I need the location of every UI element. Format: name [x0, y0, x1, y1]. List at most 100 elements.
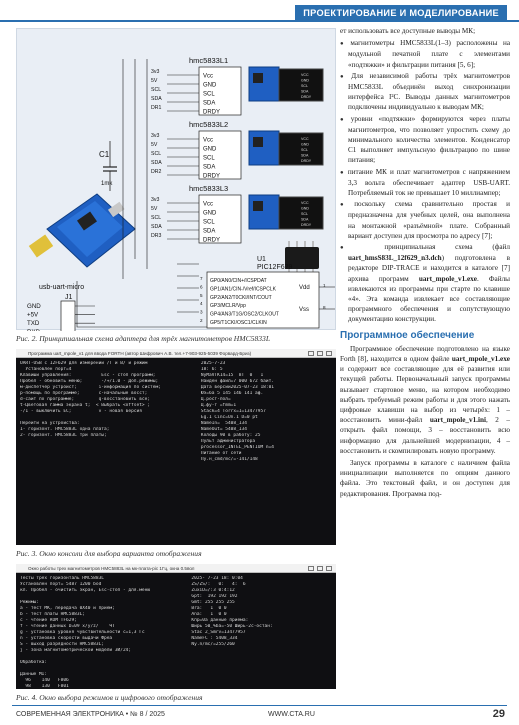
console-window-menu: Программа uart_mpole_v1 для ввода FORTH …: [16, 349, 336, 545]
modes-status-line: ZuxiD=/:3 0:4:12: [191, 588, 235, 593]
mcu-name: U1: [257, 256, 266, 263]
bullet-last-pre: принципиальная схема (файл: [384, 243, 510, 252]
bullet-last: принципиальная схема (файл uart_hmsS83L_…: [340, 242, 510, 325]
minimize-button[interactable]: [308, 566, 314, 571]
bullet-last-post: . Файлы извлекаются из программы при ста…: [348, 274, 510, 324]
module-pin-label: SDA: [203, 101, 215, 107]
console-line: d-сайт по программе; q-восстановить все;: [20, 397, 151, 402]
module-pin-label: DRDY: [203, 110, 220, 116]
journal-site: WWW.CTA.RU: [268, 711, 315, 718]
module-pin-label: Vcc: [203, 74, 213, 80]
net-label: SCL: [151, 87, 161, 93]
svg-text:SDA: SDA: [301, 154, 309, 158]
modes-status-line: Bra: 1 0 0: [191, 606, 227, 611]
mcu-pin-label: GP0/AN0/CIN+/ICSPDAT: [210, 278, 267, 284]
modes-status-line: NameFC : 5408_334: [191, 636, 238, 641]
svg-text:GND: GND: [301, 143, 309, 147]
svg-text:GND: GND: [301, 207, 309, 211]
modes-line: b - тест платы HMC5883L;: [20, 612, 86, 617]
usb-uart-label: usb-uart-micro: [39, 284, 84, 291]
modes-line: Обработка:: [20, 660, 48, 665]
mcu-pin-number: 1: [323, 283, 326, 288]
modes-line: 98 130 F801: [20, 684, 69, 689]
module-board-image: [248, 66, 280, 102]
console-line: 2- горизонт. HMC5883L три платы;: [20, 433, 107, 438]
console-status-line: Ц.фу-т =fmm=1: [200, 403, 237, 408]
connector-pin-label: TXD: [27, 320, 40, 327]
net-label: SCL: [151, 151, 161, 157]
console-status-line: 18: 6: 5: [200, 367, 223, 372]
modes-status-line: Ny.n/mc/=255/260: [191, 642, 235, 647]
close-button[interactable]: [326, 351, 332, 356]
page-number: 29: [492, 708, 505, 720]
intro-paragraph: ет использовать все доступные выводы МК;: [340, 27, 476, 35]
svg-text:VCC: VCC: [301, 73, 309, 77]
mcu-pin-label: GP5/T1CKI/OSC1/CLKIN: [210, 320, 267, 326]
net-label: DR2: [151, 169, 161, 175]
console-status-line: 2025-7-23: [200, 361, 226, 366]
mcu-pin-number: 4: [200, 301, 203, 306]
modes-line: f - чтение данных D=09 x/y/z/ ЧТ: [20, 624, 115, 629]
bullet-item: уровни «подтяжки» формируются через плат…: [340, 114, 510, 166]
bullet-last-mid: ) подготовлена в редакторе DIP-TRACE и н…: [348, 254, 510, 283]
section-heading: Программное обеспечение: [340, 329, 475, 341]
module-pin-label: SCL: [203, 220, 215, 226]
svg-text:SCL: SCL: [301, 148, 308, 152]
svg-text:GND: GND: [301, 79, 309, 83]
net-label: SDA: [151, 224, 162, 230]
figure2-caption: Рис. 3. Окно консоли для выбора варианта…: [16, 549, 202, 558]
module-name: hmc5833L1: [189, 56, 228, 65]
bullet-item: поскольку схема сравнительно простая и п…: [340, 199, 510, 241]
mcu-part: PIC12F629: [257, 264, 293, 271]
maximize-button[interactable]: [317, 566, 323, 571]
figure1-caption: Рис. 2. Принципиальная схема адаптера дл…: [16, 334, 271, 343]
modes-line: a - тест МК, передача 0Х40 и прием;: [20, 606, 115, 611]
module-pin-label: SDA: [203, 229, 215, 235]
console-status-line: Дата версии2025-07-23 18:01: [200, 385, 275, 390]
figure3-caption: Рис. 4. Окно выбора режимов и цифрового …: [16, 693, 203, 702]
net-label: DR3: [151, 233, 161, 239]
close-button[interactable]: [326, 566, 332, 571]
console-line: t-Цветовая гамма экрана t; < Выбрать <of…: [20, 403, 151, 408]
mcu-pic12f629: U1PIC12F629GP0/AN0/CIN+/ICSPDAT7GP1/AN1/…: [200, 256, 335, 329]
p1-tail: , 2 – открыть файл помощи, 3 – восстанов…: [340, 416, 510, 455]
net-label: 3v3: [151, 197, 159, 203]
mcu-pin-label: GP2/AN2/T0CKI/INT/COUT: [210, 295, 272, 301]
p1-filename: uart_mpole_v1.exe: [451, 354, 510, 363]
console-titlebar: Программа uart_mpole_v1 для ввода FORTH …: [16, 349, 336, 358]
header-rule: [0, 20, 519, 22]
capacitor-name: C1: [99, 150, 110, 159]
modes-status-line: Stac 2_Smrv=13477957: [191, 630, 246, 635]
mcu-pin-number: 7: [200, 276, 203, 281]
modes-line: c - чтение ROM TF629;: [20, 618, 77, 623]
capacitor-value: 1mk: [101, 181, 113, 187]
console-title: Программа uart_mpole_v1 для ввода FORTH …: [28, 351, 252, 356]
maximize-button[interactable]: [317, 351, 323, 356]
filename-exe: uart_mpole_v1.exe: [418, 274, 477, 283]
minimize-button[interactable]: [308, 351, 314, 356]
mcu-power-pin-label: Vdd: [299, 285, 310, 291]
svg-text:DRDY: DRDY: [301, 223, 312, 227]
schematic-svg: hmc5833L1VccGNDSCLSDADRDY3v35VSCLSDADR1V…: [27, 56, 335, 354]
mcu-pin-label: GP3/MCLR/Vpp: [210, 303, 246, 309]
net-label: SDA: [151, 96, 162, 102]
console-status-line: NyMaVTK14=15 8T 0 1: [200, 373, 264, 378]
net-label: 5V: [151, 142, 158, 148]
net-label: DR1: [151, 105, 161, 111]
filename-dch: uart_hmsS83L_12f629_n3.dch: [348, 254, 442, 263]
mcu-power-pin-label: Vss: [299, 307, 309, 313]
console-status-line: Пульт администратора: [200, 439, 256, 444]
bullet-item: питание МК и плат магнитометров с напряж…: [340, 167, 510, 199]
net-label: 3v3: [151, 69, 159, 75]
modes-status-line: Ширь 50_%ba=-50 Ширь-2с-остан:: [191, 624, 273, 629]
module-name: hmc5833L2: [189, 120, 228, 129]
module-board-image: [248, 194, 280, 230]
usb-uart-board-image: [28, 193, 136, 268]
console-line: Пробел - обновить меню; -/+/1.0 - Доп.ре…: [20, 379, 159, 384]
modes-line: j - зона магнитометрической модели 3И/24…: [20, 648, 132, 653]
console-line: p-помощь по программе; с-начальные восст…: [20, 391, 148, 396]
module-symbol: [198, 66, 242, 116]
